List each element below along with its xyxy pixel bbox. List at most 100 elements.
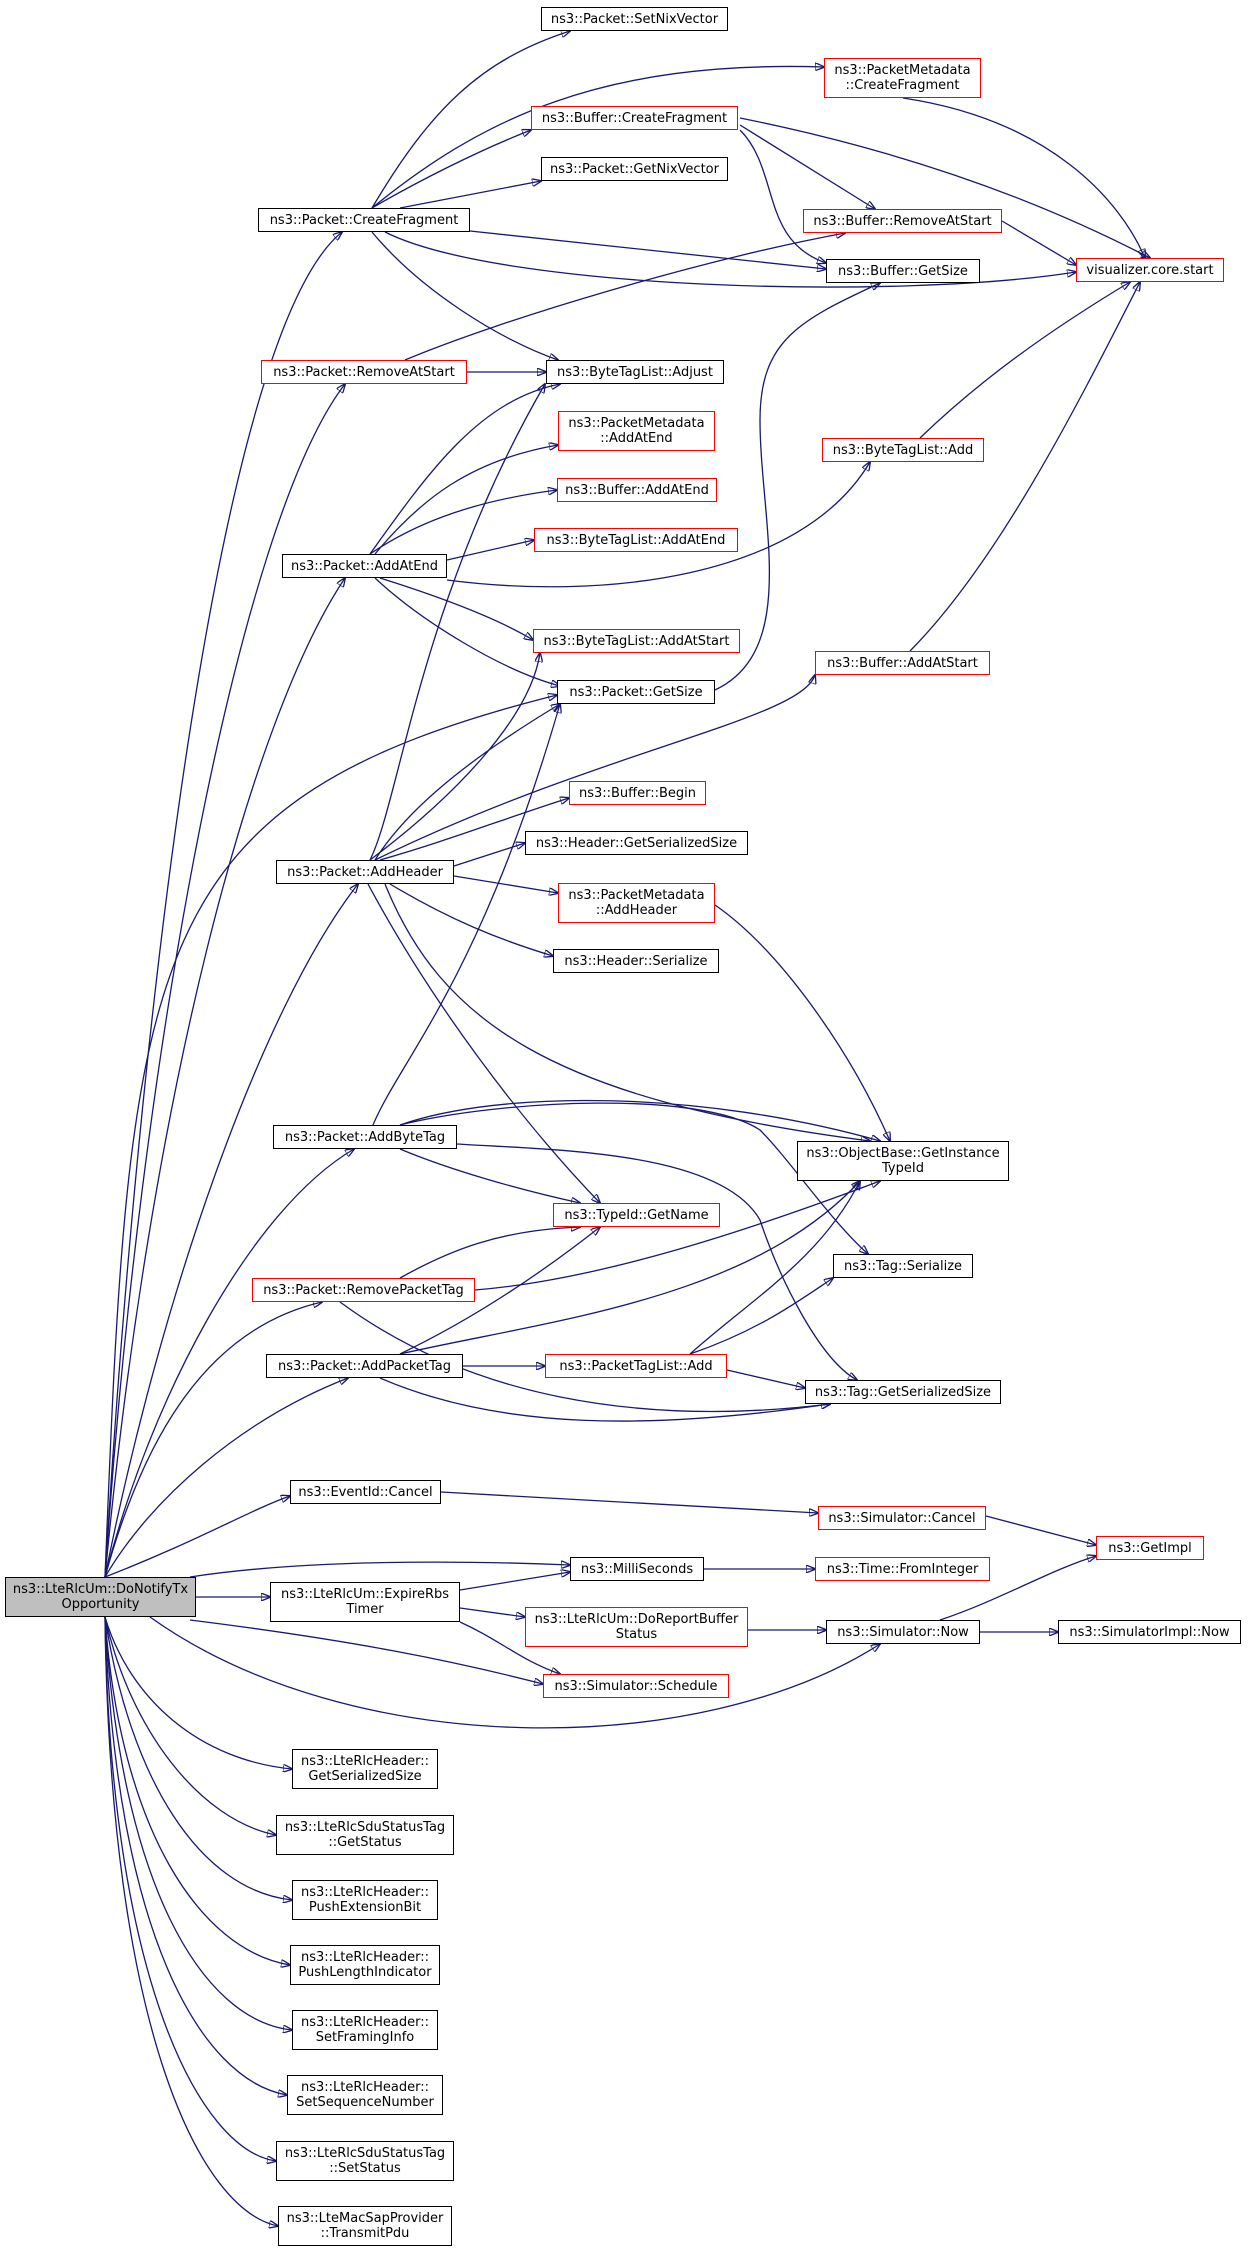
call-edge-9	[189, 1562, 570, 1578]
node-tag-getserializedsize[interactable]: ns3::Tag::GetSerializedSize	[805, 1380, 1001, 1404]
call-edge-46	[369, 653, 540, 861]
node-packet-addpackettag[interactable]: ns3::Packet::AddPacketTag	[266, 1354, 463, 1378]
call-edge-41	[374, 577, 560, 686]
call-edge-3	[104, 695, 557, 1578]
call-edge-42	[919, 282, 1130, 439]
node-packet-addatend[interactable]: ns3::Packet::AddAtEnd	[282, 554, 447, 578]
node-packetmetadata-addheader[interactable]: ns3::PacketMetadata ::AddHeader	[558, 883, 715, 923]
node-ltemacsapprovider-transmitpdu[interactable]: ns3::LteMacSapProvider ::TransmitPdu	[278, 2206, 452, 2246]
call-edge-43	[909, 282, 1140, 652]
node-packet-addheader[interactable]: ns3::Packet::AddHeader	[276, 860, 454, 884]
node-packet-setnixvector[interactable]: ns3::Packet::SetNixVector	[541, 7, 728, 31]
call-edge-8	[104, 1496, 290, 1578]
call-edge-7	[104, 1378, 348, 1578]
call-edge-37	[369, 490, 557, 555]
call-edge-4	[104, 884, 358, 1578]
call-edge-24	[399, 181, 541, 209]
call-edge-27	[371, 231, 558, 360]
node-ltercum-doreportbufferstatus[interactable]: ns3::LteRlcUm::DoReportBuffer Status	[525, 1607, 748, 1647]
node-lterlcheader-pushlengthindicator[interactable]: ns3::LteRlcHeader:: PushLengthIndicator	[290, 1945, 440, 1985]
node-packet-getsize[interactable]: ns3::Packet::GetSize	[557, 680, 715, 704]
call-edge-44	[714, 283, 880, 691]
node-ltercum-expirerbstimer[interactable]: ns3::LteRlcUm::ExpireRbs Timer	[270, 1582, 460, 1622]
node-header-getserializedsize[interactable]: ns3::Header::GetSerializedSize	[525, 831, 748, 855]
node-header-serialize[interactable]: ns3::Header::Serialize	[553, 949, 719, 973]
node-simulator-now[interactable]: ns3::Simulator::Now	[826, 1620, 980, 1644]
node-packet-addbytetag[interactable]: ns3::Packet::AddByteTag	[273, 1125, 457, 1149]
call-edge-58	[399, 1102, 868, 1254]
call-edge-32	[1001, 220, 1076, 265]
call-edge-14	[104, 1616, 276, 1835]
call-edge-18	[104, 1616, 287, 2095]
call-edge-6	[104, 1302, 322, 1578]
node-time-frominteger[interactable]: ns3::Time::FromInteger	[815, 1557, 990, 1581]
call-edge-40	[379, 577, 533, 640]
node-bytetaglist-adjust[interactable]: ns3::ByteTagList::Adjust	[546, 360, 724, 384]
call-edge-15	[104, 1616, 292, 1900]
call-edge-35	[369, 384, 560, 555]
node-buffer-removeatstart[interactable]: ns3::Buffer::RemoveAtStart	[803, 209, 1002, 233]
call-edge-64	[399, 1227, 600, 1355]
call-edge-78	[939, 1556, 1096, 1621]
call-edge-72	[985, 1515, 1096, 1545]
node-packet-removepackettag[interactable]: ns3::Packet::RemovePacketTag	[252, 1278, 475, 1302]
call-edge-12	[149, 1616, 880, 1729]
node-eventid-cancel[interactable]: ns3::EventId::Cancel	[290, 1480, 441, 1504]
node-root-donotifytxopportunity: ns3::LteRlcUm::DoNotifyTx Opportunity	[5, 1577, 196, 1617]
node-packet-removeatstart[interactable]: ns3::Packet::RemoveAtStart	[261, 360, 467, 384]
node-buffer-begin[interactable]: ns3::Buffer::Begin	[569, 781, 706, 805]
node-visualizer-core-start[interactable]: visualizer.core.start	[1076, 258, 1224, 282]
node-packetmetadata-createfragment[interactable]: ns3::PacketMetadata ::CreateFragment	[824, 58, 981, 98]
call-edge-26	[384, 231, 1076, 288]
node-packetmetadata-addatend[interactable]: ns3::PacketMetadata ::AddAtEnd	[558, 411, 715, 451]
node-simulator-schedule[interactable]: ns3::Simulator::Schedule	[543, 1674, 729, 1698]
node-lterlcsdustatustag-setstatus[interactable]: ns3::LteRlcSduStatusTag ::SetStatus	[276, 2141, 454, 2181]
node-simulator-cancel[interactable]: ns3::Simulator::Cancel	[818, 1506, 986, 1530]
call-edge-53	[367, 883, 600, 1203]
node-lterlcheader-setsequencenumber[interactable]: ns3::LteRlcHeader:: SetSequenceNumber	[287, 2075, 443, 2115]
node-buffer-createfragment[interactable]: ns3::Buffer::CreateFragment	[531, 106, 738, 130]
call-edge-28	[739, 117, 1150, 258]
node-lterlcheader-getserializedsize[interactable]: ns3::LteRlcHeader:: GetSerializedSize	[292, 1749, 438, 1789]
call-edge-34	[404, 233, 845, 361]
node-packettaglist-add[interactable]: ns3::PacketTagList::Add	[545, 1354, 727, 1378]
call-edge-62	[474, 1181, 880, 1291]
node-bytetaglist-add[interactable]: ns3::ByteTagList::Add	[822, 438, 984, 462]
node-objectbase-getinstancetypeid[interactable]: ns3::ObjectBase::GetInstance TypeId	[797, 1141, 1009, 1181]
call-edge-63	[339, 1301, 830, 1413]
node-lterlcsdustatustag-getstatus[interactable]: ns3::LteRlcSduStatusTag ::GetStatus	[276, 1815, 454, 1855]
call-edge-20	[104, 1616, 278, 2226]
node-buffer-addatstart[interactable]: ns3::Buffer::AddAtStart	[815, 651, 990, 675]
call-edge-11	[189, 1619, 543, 1684]
call-edge-19	[104, 1616, 276, 2161]
call-edge-67	[379, 1377, 830, 1422]
call-edge-75	[459, 1607, 525, 1617]
node-buffer-addatend[interactable]: ns3::Buffer::AddAtEnd	[557, 478, 717, 502]
call-edge-36	[374, 445, 558, 555]
call-edge-59	[456, 1143, 857, 1380]
node-getimpl[interactable]: ns3::GetImpl	[1096, 1536, 1204, 1560]
node-lterlcheader-setframinginfo[interactable]: ns3::LteRlcHeader:: SetFramingInfo	[292, 2010, 438, 2050]
call-edge-65	[399, 1181, 860, 1355]
node-typeid-getname[interactable]: ns3::TypeId::GetName	[553, 1203, 720, 1227]
call-edge-25	[469, 230, 826, 269]
node-bytetaglist-addatstart[interactable]: ns3::ByteTagList::AddAtStart	[533, 629, 740, 653]
call-edge-29	[739, 124, 875, 209]
node-bytetaglist-addatend[interactable]: ns3::ByteTagList::AddAtEnd	[534, 528, 738, 552]
call-edge-60	[399, 1148, 580, 1203]
node-lterlcheader-pushextensionbit[interactable]: ns3::LteRlcHeader:: PushExtensionBit	[292, 1880, 438, 1920]
call-edge-76	[459, 1621, 560, 1674]
node-milliseconds[interactable]: ns3::MilliSeconds	[570, 1557, 704, 1581]
call-edge-1	[104, 384, 345, 1578]
node-buffer-getsize[interactable]: ns3::Buffer::GetSize	[826, 259, 980, 283]
call-edge-49	[453, 843, 525, 867]
node-packet-getnixvector[interactable]: ns3::Packet::GetNixVector	[541, 157, 728, 181]
node-packet-createfragment[interactable]: ns3::Packet::CreateFragment	[258, 208, 470, 232]
call-edge-61	[399, 1227, 580, 1279]
node-simulatorimpl-now[interactable]: ns3::SimulatorImpl::Now	[1058, 1620, 1241, 1644]
node-tag-serialize[interactable]: ns3::Tag::Serialize	[833, 1254, 973, 1278]
call-edge-57	[399, 1099, 880, 1141]
call-edge-50	[453, 875, 558, 893]
call-edge-52	[384, 883, 870, 1141]
